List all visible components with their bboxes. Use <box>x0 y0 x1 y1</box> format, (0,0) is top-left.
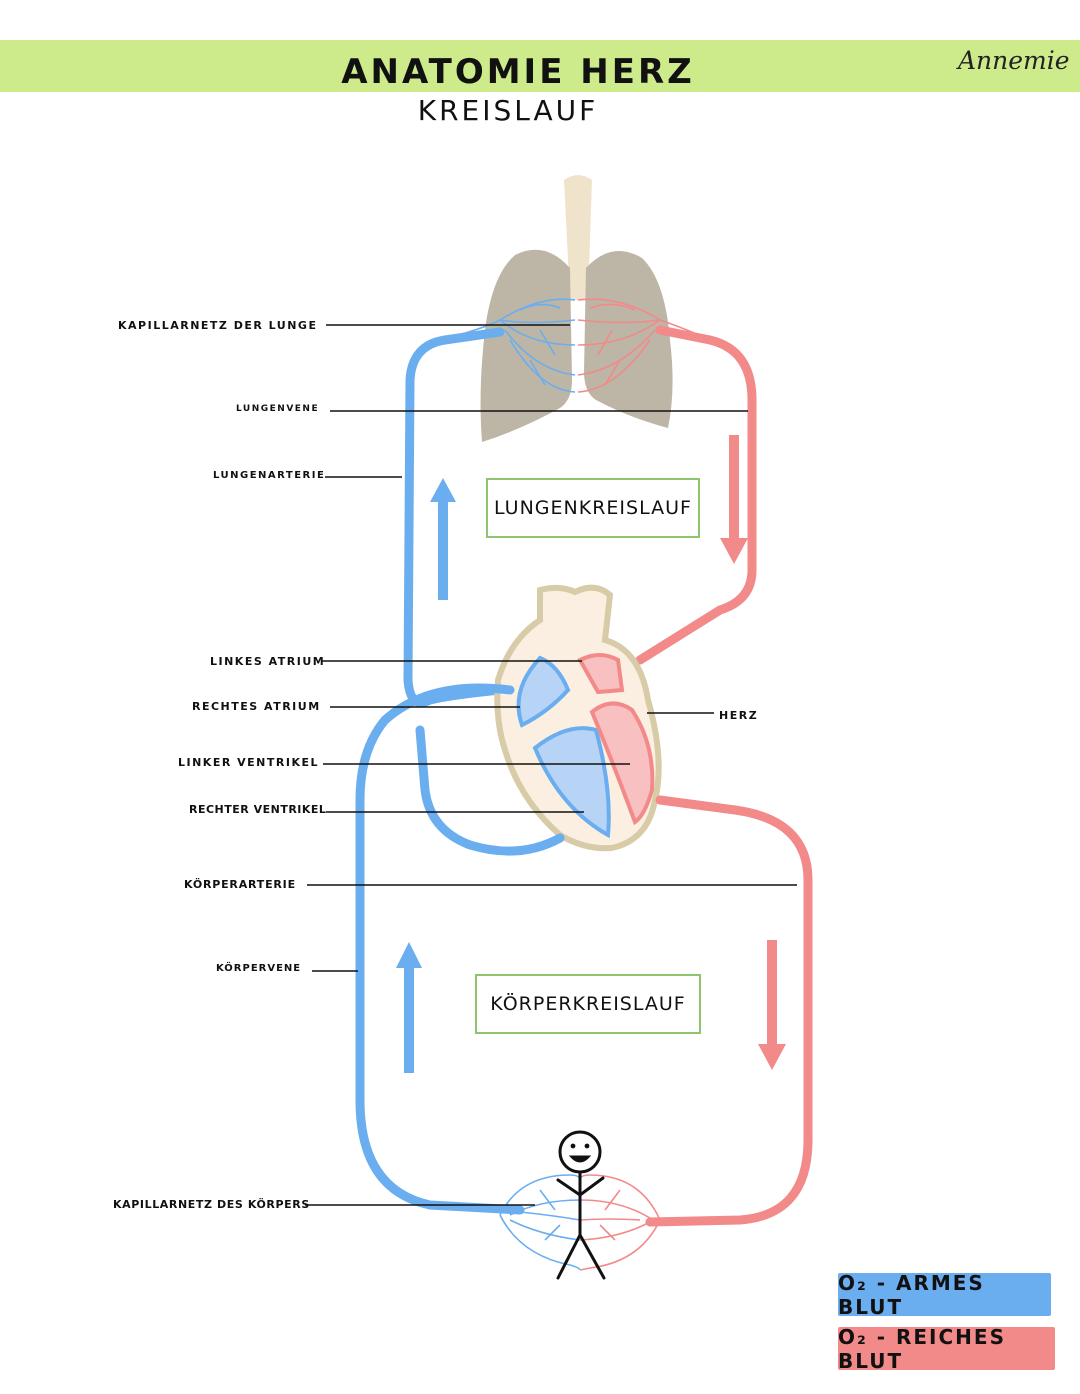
left-atrium-chamber <box>577 653 625 695</box>
body-artery-vessel <box>645 795 813 1227</box>
leader-lines <box>305 324 797 1206</box>
heart <box>494 584 662 852</box>
page-title: ANATOMIE HERZ <box>341 52 695 92</box>
label-lungenvene: LUNGENVENE <box>236 404 320 414</box>
trachea <box>564 175 592 300</box>
label-koerperarterie: KÖRPERARTERIE <box>184 878 296 891</box>
arrow-up-pulmonary-icon <box>430 478 456 600</box>
systemic-loop <box>355 683 813 1227</box>
label-rechtes-atrium: RECHTES ATRIUM <box>192 700 321 713</box>
right-ventricle-chamber <box>532 726 611 839</box>
arrow-up-systemic-icon <box>396 942 422 1073</box>
body-vein-vessel <box>355 683 525 1215</box>
stick-figure <box>556 1130 606 1280</box>
left-ventricle-chamber <box>589 701 655 826</box>
label-linkes-atrium: LINKES ATRIUM <box>210 655 326 668</box>
left-lung <box>480 249 572 442</box>
right-lung <box>584 250 673 428</box>
page-subtitle: KREISLAUF <box>417 94 599 127</box>
pulmonary-vein-vessel <box>635 325 757 665</box>
flow-arrows <box>396 435 786 1073</box>
right-atrium-chamber <box>516 655 571 728</box>
label-rechter-ventrikel: RECHTER VENTRIKEL <box>189 803 327 816</box>
label-kapillarnetz-lunge: KAPILLARNETZ DER LUNGE <box>118 319 318 332</box>
arrow-down-pulmonary-icon <box>720 435 748 564</box>
label-linker-ventrikel: LINKER VENTRIKEL <box>178 756 319 769</box>
header-band <box>0 40 1080 92</box>
label-lungenarterie: LUNGENARTERIE <box>213 470 326 481</box>
label-koerpervene: KÖRPERVENE <box>216 963 302 974</box>
author-signature: Annemie <box>958 46 1070 75</box>
venous-return-vessel <box>415 725 565 856</box>
legend-o2-reich: O₂ - REICHES BLUT <box>838 1325 1055 1373</box>
arrow-down-systemic-icon <box>758 940 786 1070</box>
label-herz: HERZ <box>719 709 759 722</box>
legend-o2-arm: O₂ - ARMES BLUT <box>838 1271 1051 1319</box>
lungenkreislauf-box: LUNGENKREISLAUF <box>486 478 700 538</box>
label-kapillarnetz-koerper: KAPILLARNETZ DES KÖRPERS <box>113 1198 310 1211</box>
lungs <box>439 175 721 442</box>
koerperkreislauf-box: KÖRPERKREISLAUF <box>475 974 701 1034</box>
